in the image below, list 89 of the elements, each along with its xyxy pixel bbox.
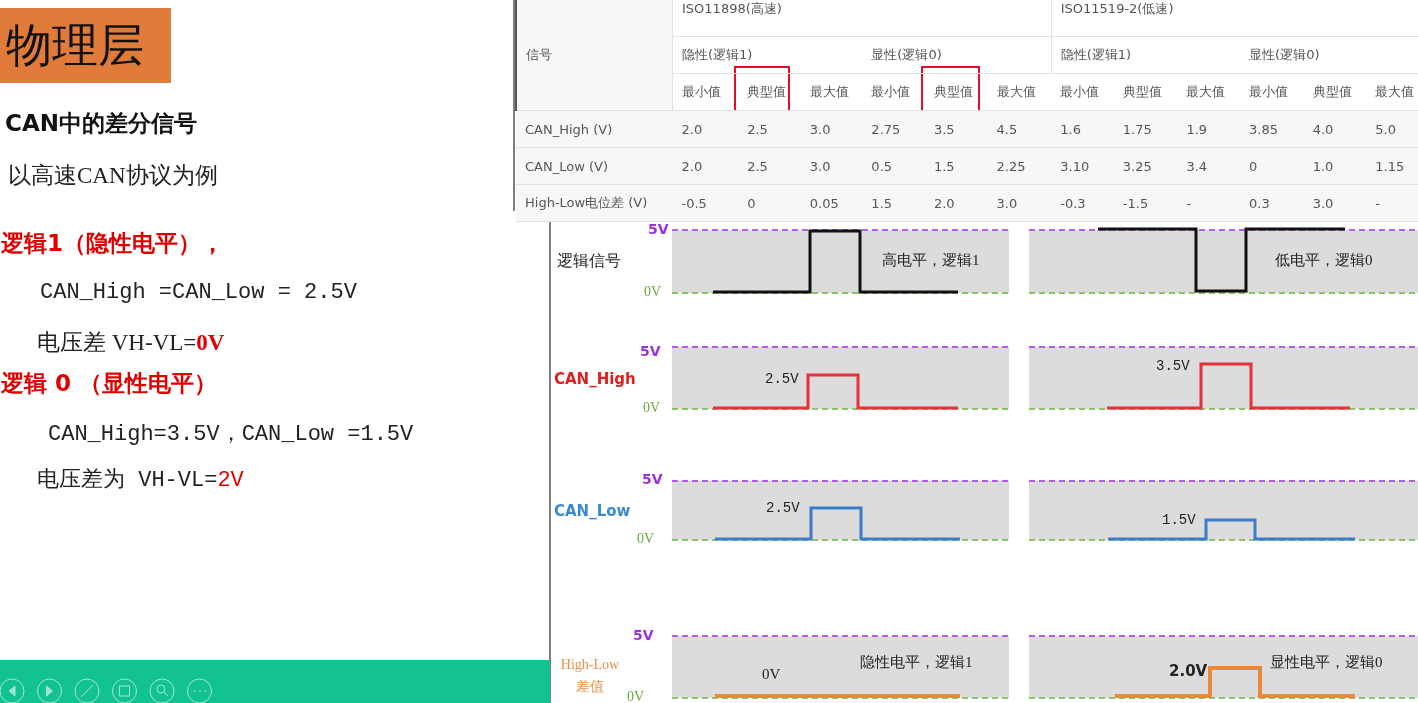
axis-label: 0V <box>627 689 645 703</box>
formula-text: 电压差 VH-VL=0V <box>37 329 225 357</box>
axis-label: 5V <box>640 343 661 359</box>
table-cell: 5.0 <box>1366 110 1418 148</box>
header-cell: 最小值 <box>862 73 925 111</box>
formula-text: CAN_High =CAN_Low = 2.5V <box>40 280 357 305</box>
formula-text: 电压差为 VH-VL=2V <box>37 467 244 494</box>
table-cell: 3.5 <box>924 110 988 148</box>
table-cell: 0 <box>1240 147 1304 185</box>
table-cell: 2.5 <box>738 110 801 148</box>
annotation: 高电平，逻辑1 <box>882 251 980 270</box>
header-cell: 最大值 <box>987 73 1052 111</box>
signal-name: High-Low 差值 <box>559 656 621 696</box>
header-cell: 显性(逻辑0) <box>862 36 1052 74</box>
logic-heading: 逻辑1（隐性电平）， <box>1 229 224 258</box>
slide-title: 物理层 <box>0 8 171 83</box>
table-cell: 1.5 <box>924 147 988 185</box>
logic-heading: 逻辑 0 （显性电平） <box>1 369 218 398</box>
table-cell: 3.25 <box>1113 147 1178 185</box>
axis-label: 0V <box>643 400 661 416</box>
signal-name: 逻辑信号 <box>557 251 621 271</box>
table-cell: - <box>1366 184 1418 222</box>
table-cell: 1.6 <box>1051 110 1114 148</box>
table-cell: 3.0 <box>987 184 1052 222</box>
header-cell: 隐性(逻辑1) <box>672 36 863 74</box>
row-header-cell: CAN_Low (V) <box>516 147 673 185</box>
formula-text: CAN_High=3.5V，CAN_Low =1.5V <box>48 421 414 448</box>
axis-label: 0V <box>644 284 662 300</box>
signal-name: CAN_High <box>554 370 636 388</box>
header-cell: 最大值 <box>800 73 863 111</box>
table-cell: 4.0 <box>1303 110 1367 148</box>
table-cell: 3.10 <box>1051 147 1114 185</box>
header-cell: ISO11519-2(低速) <box>1051 0 1418 37</box>
table-cell: 1.75 <box>1113 110 1178 148</box>
value-label: 3.5V <box>1156 358 1190 374</box>
annotation: 低电平，逻辑0 <box>1275 251 1373 270</box>
header-cell: 典型值 <box>738 73 801 111</box>
value-label: 2.5V <box>766 500 800 516</box>
header-cell: 显性(逻辑0) <box>1240 36 1418 74</box>
signal-name: CAN_Low <box>554 502 631 520</box>
axis-label: 5V <box>642 471 663 487</box>
annotation: 隐性电平，逻辑1 <box>860 653 973 672</box>
value-label: 2.5V <box>765 371 799 387</box>
row-header-cell: High-Low电位差 (V) <box>516 184 673 222</box>
value-label: 0V <box>762 666 781 683</box>
table-cell: 3.4 <box>1177 147 1241 185</box>
annotation: 显性电平，逻辑0 <box>1270 653 1383 672</box>
axis-label: 5V <box>648 221 669 237</box>
value-label: 2.0V <box>1169 662 1208 680</box>
header-cell: 典型值 <box>1303 73 1367 111</box>
header-cell: 典型值 <box>924 73 988 111</box>
header-cell: 最小值 <box>1240 73 1304 111</box>
header-cell: 最大值 <box>1366 73 1418 111</box>
header-cell: 隐性(逻辑1) <box>1051 36 1241 74</box>
table-cell: 3.0 <box>800 110 863 148</box>
header-cell: ISO11898(高速) <box>672 0 1052 37</box>
header-cell: 最大值 <box>1177 73 1241 111</box>
row-header-cell: CAN_High (V) <box>516 110 673 148</box>
table-cell: 3.0 <box>1303 184 1367 222</box>
table-cell: - <box>1177 184 1241 222</box>
table-cell: 0.5 <box>862 147 925 185</box>
table-cell: 2.0 <box>672 147 739 185</box>
table-cell: 2.5 <box>738 147 801 185</box>
table-cell: 3.85 <box>1240 110 1304 148</box>
table-cell: 0.3 <box>1240 184 1304 222</box>
table-cell: 2.0 <box>672 110 739 148</box>
heading: CAN中的差分信号 <box>5 109 197 138</box>
header-cell: 信号 <box>516 0 673 111</box>
header-cell: 最小值 <box>1051 73 1114 111</box>
table-cell: 2.25 <box>987 147 1052 185</box>
table-cell: -0.5 <box>672 184 739 222</box>
table-cell: 1.15 <box>1366 147 1418 185</box>
table-cell: 4.5 <box>987 110 1052 148</box>
table-cell: 0 <box>738 184 801 222</box>
table-cell: -1.5 <box>1113 184 1178 222</box>
table-cell: 1.0 <box>1303 147 1367 185</box>
axis-label: 0V <box>637 531 655 547</box>
value-label: 1.5V <box>1162 512 1196 528</box>
table-cell: 1.9 <box>1177 110 1241 148</box>
intro-text: 以高速CAN协议为例 <box>8 162 218 190</box>
header-cell: 最小值 <box>672 73 739 111</box>
table-cell: -0.3 <box>1051 184 1114 222</box>
table-cell: 1.5 <box>862 184 925 222</box>
table-cell: 2.0 <box>924 184 988 222</box>
header-cell: 典型值 <box>1113 73 1178 111</box>
axis-label: 5V <box>633 627 654 643</box>
table-cell: 3.0 <box>800 147 863 185</box>
table-cell: 0.05 <box>800 184 863 222</box>
table-cell: 2.75 <box>862 110 925 148</box>
